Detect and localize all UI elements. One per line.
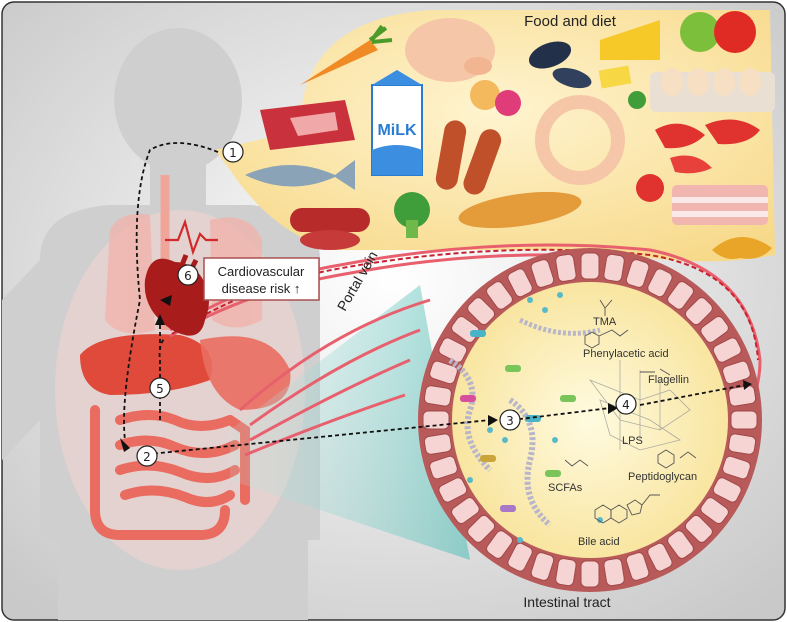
lps-structure: [588, 360, 691, 451]
villus-cell: [438, 477, 468, 503]
milk-label: MiLK: [377, 122, 417, 139]
apple-green-icon: [680, 12, 720, 52]
arrowheads: [120, 295, 752, 452]
apple-red-icon: [714, 11, 756, 53]
step-markers: 1 2 3 4 5 6: [136, 141, 637, 467]
cheese-icon: [600, 20, 660, 60]
radish-icon: [495, 90, 521, 116]
flagellin-label: Flagellin: [648, 374, 689, 386]
metabolite-labels: TMA Phenylacetic acid Flagellin LPS Pept…: [548, 316, 697, 548]
cvd-label-line1: Cardiovascular: [218, 264, 305, 279]
salami-icon: [290, 208, 370, 232]
cvd-box: [203, 257, 320, 301]
villus-cell: [603, 558, 625, 587]
phenylacetic-acid-label: Phenylacetic acid: [583, 348, 669, 360]
villus-cell: [530, 552, 555, 581]
sausage-icon: [435, 120, 467, 190]
villus-cell: [580, 252, 600, 280]
villus-cell: [700, 316, 729, 343]
villus-cell: [712, 337, 742, 363]
fish-icon: [245, 160, 355, 190]
villus-cell: [507, 268, 533, 298]
baguette-icon: [458, 191, 582, 229]
villus-cell: [728, 385, 757, 407]
step-1-marker: [222, 141, 244, 163]
villus-cell: [625, 552, 650, 581]
zoom-beam: [230, 285, 470, 560]
parsley-icon: [628, 91, 646, 109]
villus-cell: [555, 253, 577, 282]
step-3-label: 3: [506, 414, 514, 428]
step-4-label: 4: [622, 398, 630, 412]
villus-cell: [728, 433, 757, 455]
villus-cell: [667, 530, 694, 559]
villus-cell: [555, 558, 577, 587]
villus-cell: [429, 455, 458, 480]
mussel-icon: [528, 41, 572, 69]
villus-cell: [423, 385, 452, 407]
step-6-label: 6: [184, 269, 192, 283]
step-5-marker: [149, 377, 171, 399]
villus-cell: [530, 259, 555, 288]
intestinal-lumen: [452, 282, 728, 558]
step-2-label: 2: [143, 450, 151, 464]
villus-cell: [507, 542, 533, 572]
step-1-label: 1: [229, 146, 237, 160]
croissant-icon: [712, 236, 772, 259]
onion-icon: [470, 80, 500, 110]
sausage-ring-icon: [535, 95, 625, 185]
tomato-icon: [636, 174, 664, 202]
villus-cell: [684, 514, 713, 543]
villus-cell: [486, 530, 513, 559]
peptidoglycan-label: Peptidoglycan: [628, 471, 697, 483]
food-items: MiLK: [245, 11, 775, 259]
villus-cell: [722, 455, 751, 480]
carrot-icon: [300, 40, 378, 85]
villus-cell: [438, 337, 468, 363]
scfas-label: SCFAs: [548, 482, 583, 494]
microbes: [448, 292, 603, 543]
broccoli-icon: [394, 192, 430, 228]
villi-ring: [422, 252, 758, 588]
shrimp-icon: [655, 123, 705, 149]
chemical-structures: [564, 299, 697, 524]
cvd-label-line2: disease risk ↑: [222, 281, 301, 296]
tma-label: TMA: [593, 316, 617, 328]
heartbeat-icon: [165, 218, 218, 256]
villus-cell: [647, 542, 673, 572]
villus-cell: [722, 360, 751, 385]
step-4-marker: [615, 393, 637, 415]
villus-cell: [429, 360, 458, 385]
lps-label: LPS: [622, 435, 643, 447]
stomach: [200, 336, 291, 410]
villus-cell: [730, 410, 758, 430]
food-diet-label: Food and diet: [524, 13, 617, 30]
step-6-marker: [177, 264, 199, 286]
villus-cell: [712, 477, 742, 503]
villus-cell: [467, 297, 496, 326]
carrot-leaves-icon: [368, 24, 393, 44]
step-2-marker: [136, 445, 158, 467]
intestinal-tract-label: Intestinal tract: [523, 594, 610, 610]
villus-cell: [467, 514, 496, 543]
villus-cell: [423, 433, 452, 455]
villus-cell: [451, 497, 480, 524]
villus-cell: [667, 281, 694, 310]
pathway-arrows: [123, 142, 746, 456]
bile-acid-label: Bile acid: [578, 536, 620, 548]
step-3-marker: [499, 409, 521, 431]
villus-cell: [603, 253, 625, 282]
villus-cell: [580, 560, 600, 588]
liver: [80, 334, 212, 395]
villus-cell: [625, 259, 650, 288]
villus-cell: [684, 297, 713, 326]
step-5-label: 5: [156, 382, 164, 396]
bacon-icon: [672, 185, 768, 225]
villus-cell: [700, 497, 729, 524]
villus-cell: [486, 281, 513, 310]
villus-cell: [647, 268, 673, 298]
